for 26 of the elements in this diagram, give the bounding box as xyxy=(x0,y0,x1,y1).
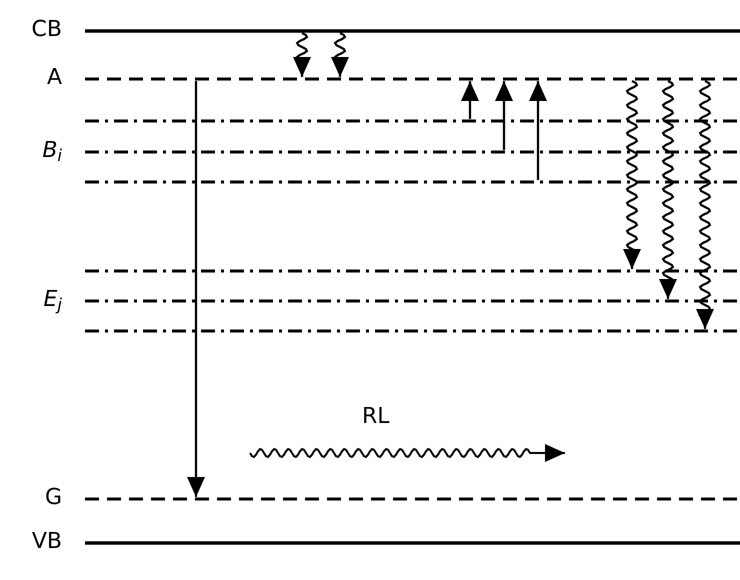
energy-level-line xyxy=(85,150,740,154)
wavy-arrow xyxy=(623,80,641,269)
radiation-label: RL xyxy=(362,406,390,428)
energy-level-line xyxy=(85,497,740,501)
energy-level-line xyxy=(85,269,740,273)
energy-level-line xyxy=(85,77,740,81)
level-label: CB xyxy=(32,19,62,41)
level-label: G xyxy=(44,487,62,509)
wavy-arrow xyxy=(659,80,677,299)
level-group-label: E$_{j}$ xyxy=(44,289,62,311)
wavy-arrow xyxy=(696,80,714,329)
energy-level-line xyxy=(85,541,740,545)
energy-level-line xyxy=(85,299,740,303)
energy-level-line xyxy=(85,119,740,123)
level-group-label: B$_{i}$ xyxy=(42,140,62,162)
energy-level-line xyxy=(85,29,740,33)
energy-level-line xyxy=(85,180,740,184)
arrow xyxy=(461,81,479,119)
wavy-arrow xyxy=(293,32,311,77)
arrow xyxy=(495,81,513,150)
wavy-arrow xyxy=(331,32,349,77)
arrow xyxy=(187,81,205,497)
energy-level-line xyxy=(85,329,740,333)
arrow xyxy=(529,81,547,180)
level-label: A xyxy=(46,67,62,89)
level-label: VB xyxy=(32,531,62,553)
